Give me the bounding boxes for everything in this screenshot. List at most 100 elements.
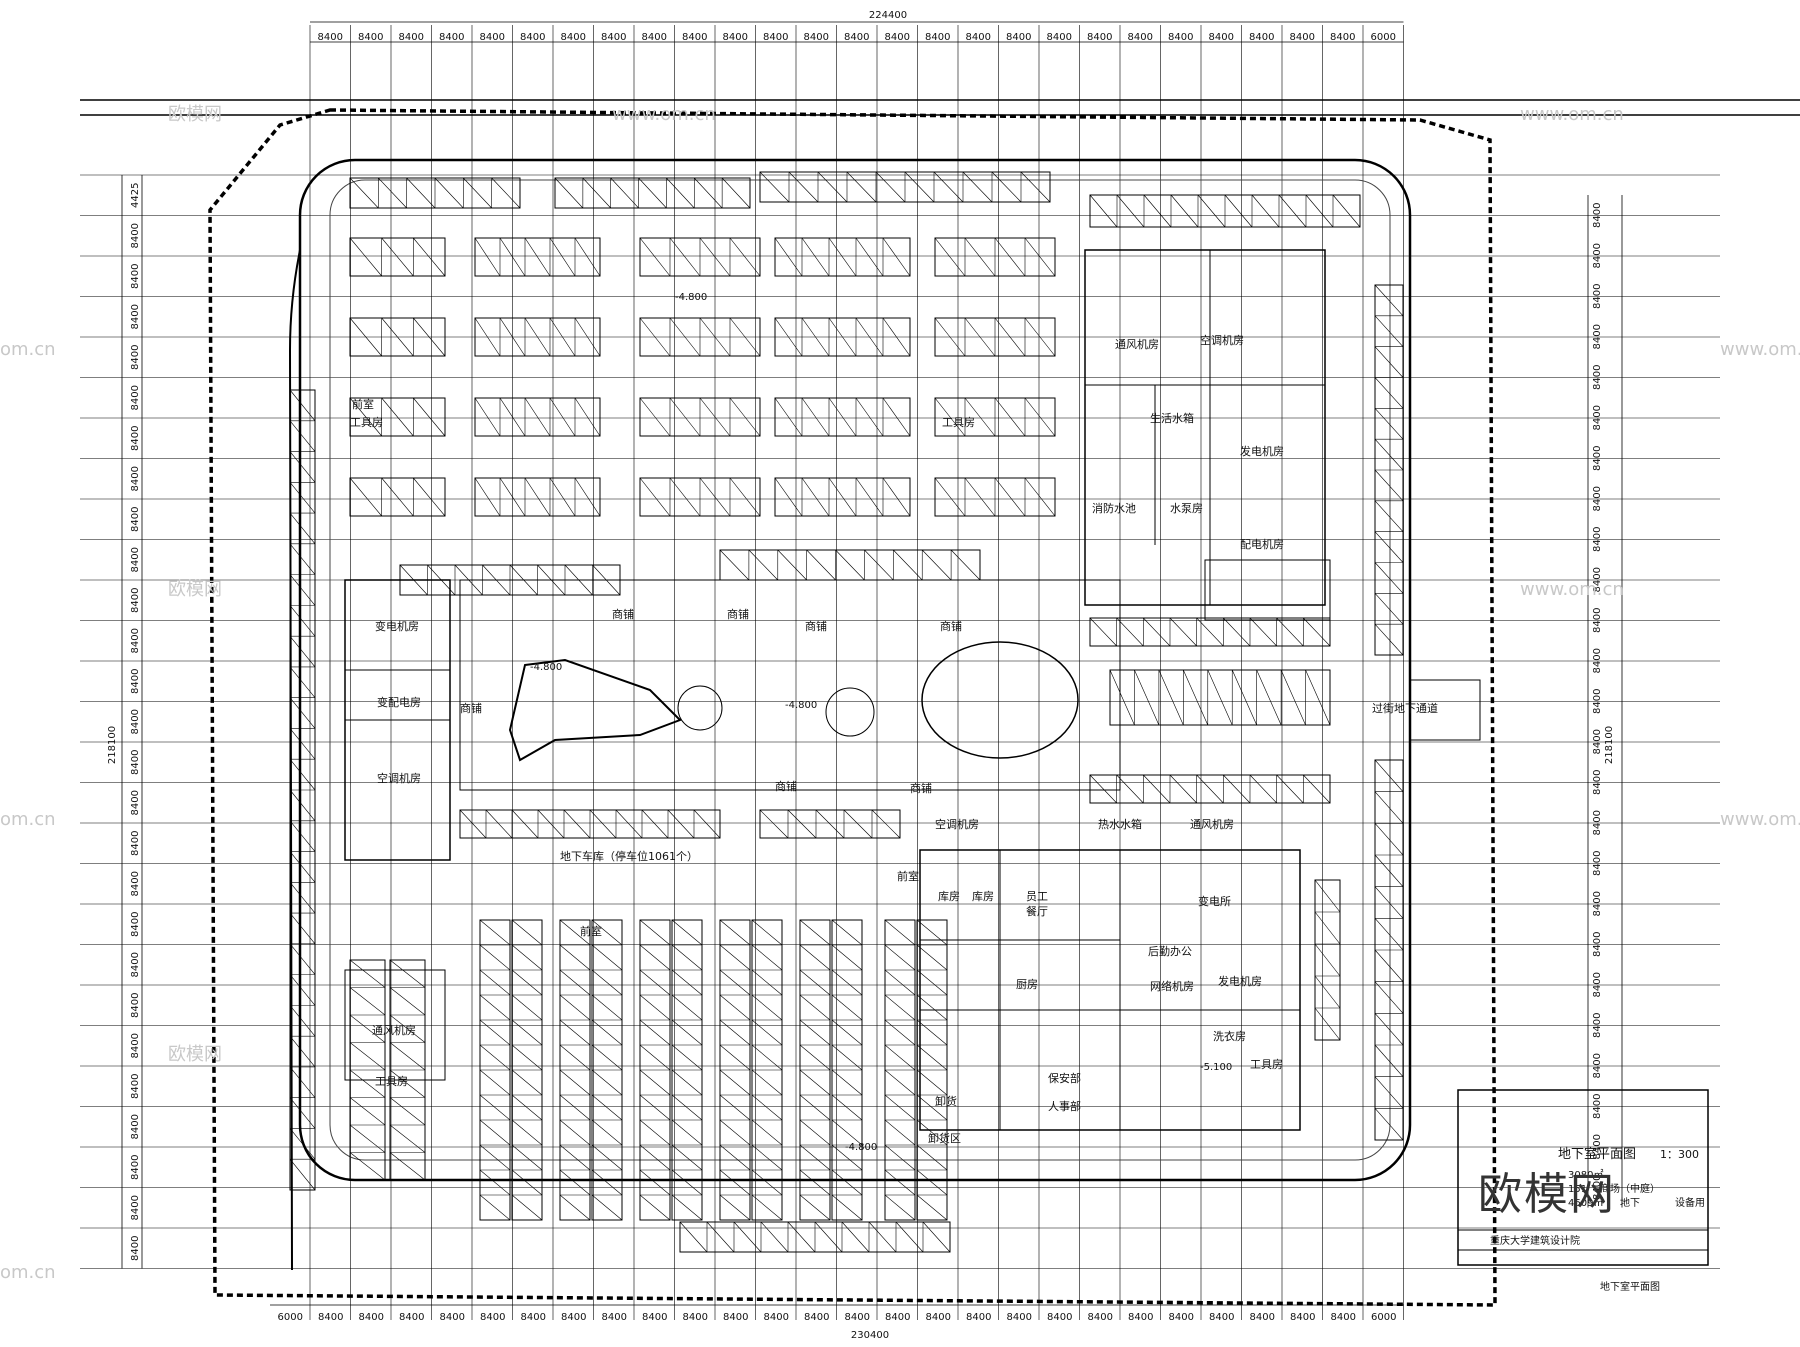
parking-stall xyxy=(719,1169,751,1196)
room-shop-2: 商铺 xyxy=(727,607,749,621)
dimension-label: 8400 xyxy=(130,588,141,613)
parking-stall xyxy=(479,1194,511,1221)
dimension-label: 8400 xyxy=(1330,32,1355,43)
parking-stall xyxy=(855,477,884,517)
dimension-label: 8400 xyxy=(130,223,141,248)
parking-stall xyxy=(289,912,316,945)
parking-stall xyxy=(751,1169,783,1196)
parking-stall xyxy=(964,477,996,517)
parking-stall xyxy=(289,789,316,821)
parking-stall xyxy=(1169,774,1197,804)
parking-stall xyxy=(289,1066,316,1098)
parking-stall xyxy=(884,1194,916,1221)
parking-stall xyxy=(1374,438,1404,471)
dimension-label: 8400 xyxy=(601,32,626,43)
parking-stall xyxy=(549,237,576,277)
parking-stall xyxy=(760,1221,789,1253)
parking-stall xyxy=(671,1019,703,1046)
parking-stall xyxy=(729,317,761,357)
dimension-label: 8400 xyxy=(399,1312,424,1323)
parking-stall xyxy=(831,969,863,996)
parking-stall xyxy=(787,1221,816,1253)
parking-stall xyxy=(841,1221,870,1253)
dimension-label: 8400 xyxy=(1592,324,1603,349)
room-front-2: 前室 xyxy=(897,869,919,883)
parking-stall xyxy=(511,1019,543,1046)
parking-stall xyxy=(349,1042,386,1071)
parking-stall xyxy=(639,237,671,277)
parking-stall xyxy=(934,317,966,357)
parking-stall xyxy=(774,477,803,517)
parking-stall xyxy=(733,1221,762,1253)
dimension-label: 8400 xyxy=(130,1236,141,1261)
parking-stall xyxy=(381,317,414,357)
dimension-label: 8400 xyxy=(763,32,788,43)
dimension-label: 8400 xyxy=(130,1114,141,1139)
parking-stall xyxy=(524,397,551,437)
parking-stall xyxy=(835,549,865,581)
dimension-label: 8400 xyxy=(130,1074,141,1099)
parking-stall xyxy=(638,177,667,209)
dimension-label: 8400 xyxy=(845,1312,870,1323)
bottom-total-dimension: 230400 xyxy=(851,1330,889,1341)
parking-stall xyxy=(699,317,731,357)
dimension-label: 8400 xyxy=(1592,608,1603,633)
parking-stall xyxy=(559,944,591,971)
parking-stall xyxy=(667,809,695,839)
dimension-label: 8400 xyxy=(1290,32,1315,43)
dimension-label: 8400 xyxy=(926,1312,951,1323)
parking-stall xyxy=(831,994,863,1021)
parking-stall xyxy=(1249,617,1277,647)
room-shop-5: 商铺 xyxy=(460,701,482,715)
parking-stall xyxy=(1374,315,1404,347)
parking-stall xyxy=(843,809,873,839)
parking-stall xyxy=(511,1044,543,1071)
parking-stall xyxy=(699,237,731,277)
parking-stall xyxy=(289,697,316,729)
dimension-label: 8400 xyxy=(130,912,141,937)
parking-stall xyxy=(639,1044,671,1071)
parking-stall xyxy=(799,944,831,971)
room-ac-2: 空调机房 xyxy=(377,771,421,785)
parking-stall xyxy=(916,994,948,1021)
parking-stall xyxy=(479,1169,511,1196)
dimension-label: 8400 xyxy=(925,32,950,43)
parking-stall xyxy=(884,944,916,971)
room-front-3: 前室 xyxy=(580,924,602,938)
parking-stall xyxy=(479,919,511,946)
parking-stall xyxy=(289,543,316,575)
parking-stall xyxy=(289,1035,316,1068)
parking-stall xyxy=(413,397,446,437)
title-block-sheet: 地下室平面图 xyxy=(1600,1280,1660,1293)
parking-stall xyxy=(1169,617,1197,647)
parking-stall xyxy=(289,882,316,914)
room-pump: 水泵房 xyxy=(1170,502,1203,515)
parking-stall xyxy=(537,809,565,839)
parking-stall xyxy=(729,237,761,277)
parking-stall xyxy=(799,919,831,946)
parking-stall xyxy=(699,477,731,517)
parking-stall xyxy=(591,1069,623,1096)
dimension-label: 6000 xyxy=(1371,32,1396,43)
parking-stall xyxy=(474,317,501,357)
drawing-scale: 1：300 xyxy=(1660,1148,1699,1161)
parking-stall xyxy=(1374,593,1404,625)
parking-stall xyxy=(994,397,1026,437)
dimension-label: 8400 xyxy=(1249,32,1274,43)
parking-stall xyxy=(719,969,751,996)
dimension-label: 8400 xyxy=(1209,1312,1234,1323)
parking-stall xyxy=(1196,774,1224,804)
parking-stall xyxy=(289,1097,316,1129)
parking-stall xyxy=(751,944,783,971)
parking-stall xyxy=(1089,194,1118,228)
room-tool-4: 工具房 xyxy=(1250,1058,1283,1071)
dimension-label: 8400 xyxy=(1592,891,1603,916)
parking-stall xyxy=(916,1194,948,1221)
parking-stall xyxy=(1314,943,1341,977)
dimension-label: 8400 xyxy=(1592,527,1603,552)
parking-stall xyxy=(289,1005,316,1037)
parking-stall xyxy=(563,809,591,839)
parking-stall xyxy=(1020,171,1051,203)
parking-stall xyxy=(639,317,671,357)
